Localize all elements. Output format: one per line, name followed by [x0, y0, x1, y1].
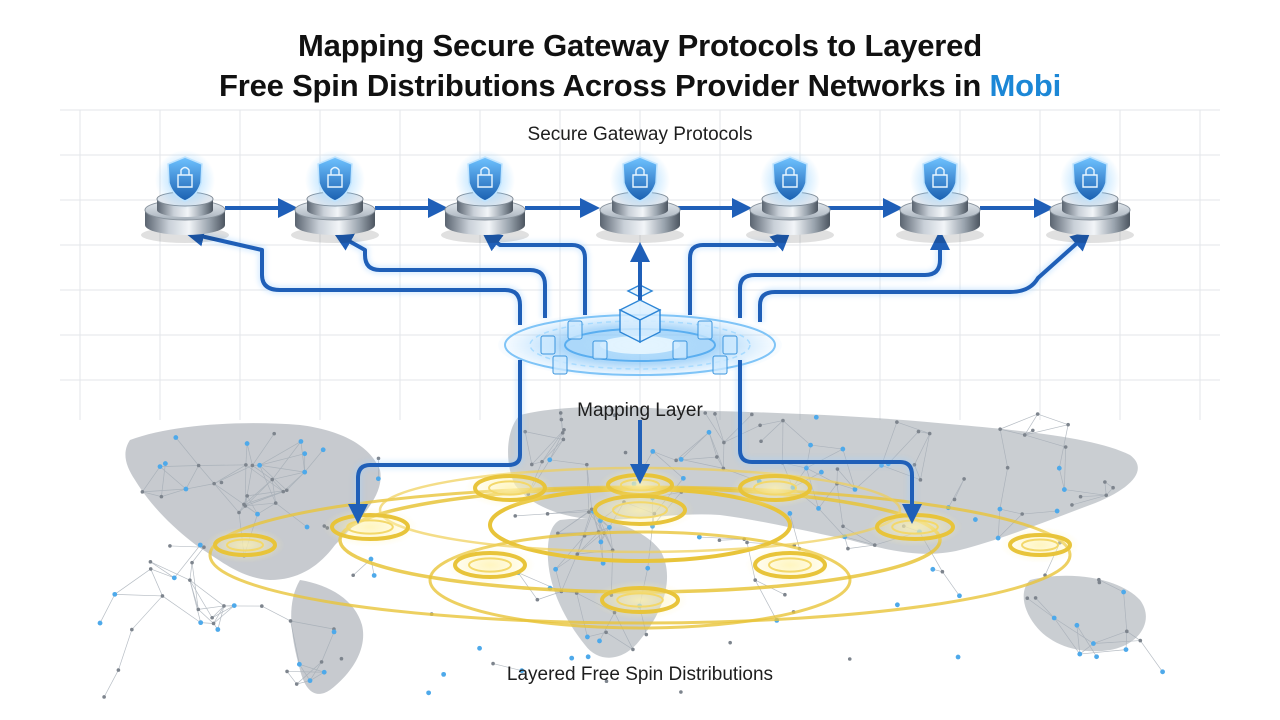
gateway-layer-label: Secure Gateway Protocols	[440, 124, 840, 146]
mapping-layer-label: Mapping Layer	[490, 400, 790, 422]
hub-module	[553, 356, 567, 374]
hub-module	[568, 321, 582, 339]
gateway-node	[441, 150, 529, 243]
hub-module	[673, 341, 687, 359]
hub-module	[541, 336, 555, 354]
gateway-node	[746, 150, 834, 243]
gateway-node	[291, 150, 379, 243]
hub-module	[723, 336, 737, 354]
hub-module	[698, 321, 712, 339]
hub-module	[593, 341, 607, 359]
gateway-node	[596, 150, 684, 243]
hub-module	[713, 356, 727, 374]
gateway-node	[1046, 150, 1134, 243]
gateway-nodes	[141, 150, 1134, 243]
gateway-node	[896, 150, 984, 243]
distribution-layer-label: Layered Free Spin Distributions	[390, 664, 890, 686]
gateway-node	[141, 150, 229, 243]
